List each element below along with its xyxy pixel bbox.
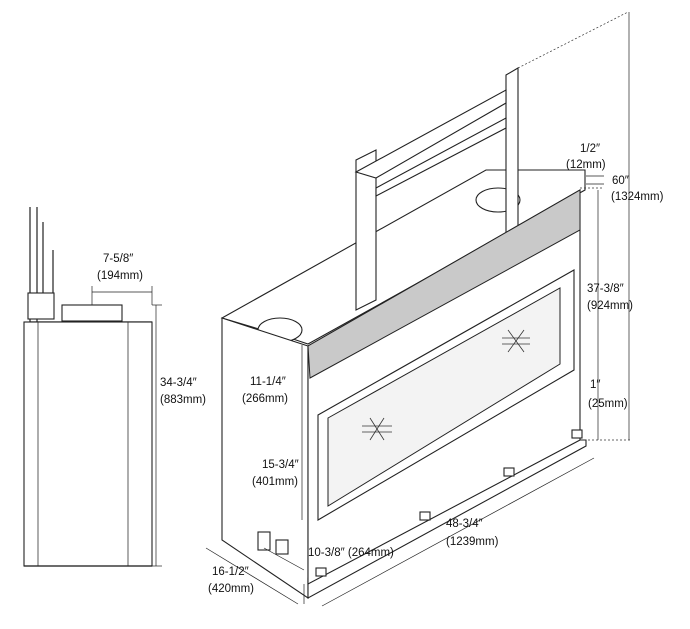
width-metric: (1239mm): [446, 536, 499, 548]
width-imperial: 48-3/4″: [446, 518, 483, 530]
opening-height-metric: (924mm): [587, 300, 633, 312]
top-thickness-metric: (12mm): [566, 159, 606, 171]
glass-height-imperial: 15-3/4″: [262, 459, 299, 471]
side-height-metric: (883mm): [160, 394, 206, 406]
overall-depth-imperial: 16-1/2″: [212, 566, 249, 578]
glass-height-metric: (401mm): [252, 476, 298, 488]
overall-depth-metric: (420mm): [208, 583, 254, 595]
top-plane: [220, 169, 586, 345]
overall-height-imperial: 60″: [612, 175, 629, 187]
base-gap-metric: (25mm): [588, 398, 628, 410]
upper-offset-metric: (266mm): [242, 393, 288, 405]
overall-height-metric: (1324mm): [611, 191, 664, 203]
left-side-panel: [221, 317, 309, 600]
front-view: 60″ (1324mm) 1/2″ (12mm) 37-3/8″ (924mm)…: [205, 11, 664, 607]
opening-height-imperial: 37-3/8″: [587, 283, 624, 295]
top-thickness-imperial: 1/2″: [580, 143, 600, 155]
top-band: [307, 189, 581, 379]
base-gap-imperial: 1″: [590, 379, 600, 391]
upper-offset-imperial: 11-1/4″: [250, 376, 286, 388]
side-body: [23, 321, 153, 567]
glass-panel: [327, 287, 561, 507]
side-depth-imperial: 7-5/8″: [103, 253, 133, 265]
side-height-imperial: 34-3/4″: [160, 377, 197, 389]
side-depth-metric: (194mm): [97, 270, 143, 282]
side-view: 7-5/8″ (194mm) 34-3/4″ (883mm): [23, 207, 206, 567]
inner-depth-label: 10-3/8″ (264mm): [308, 547, 394, 559]
